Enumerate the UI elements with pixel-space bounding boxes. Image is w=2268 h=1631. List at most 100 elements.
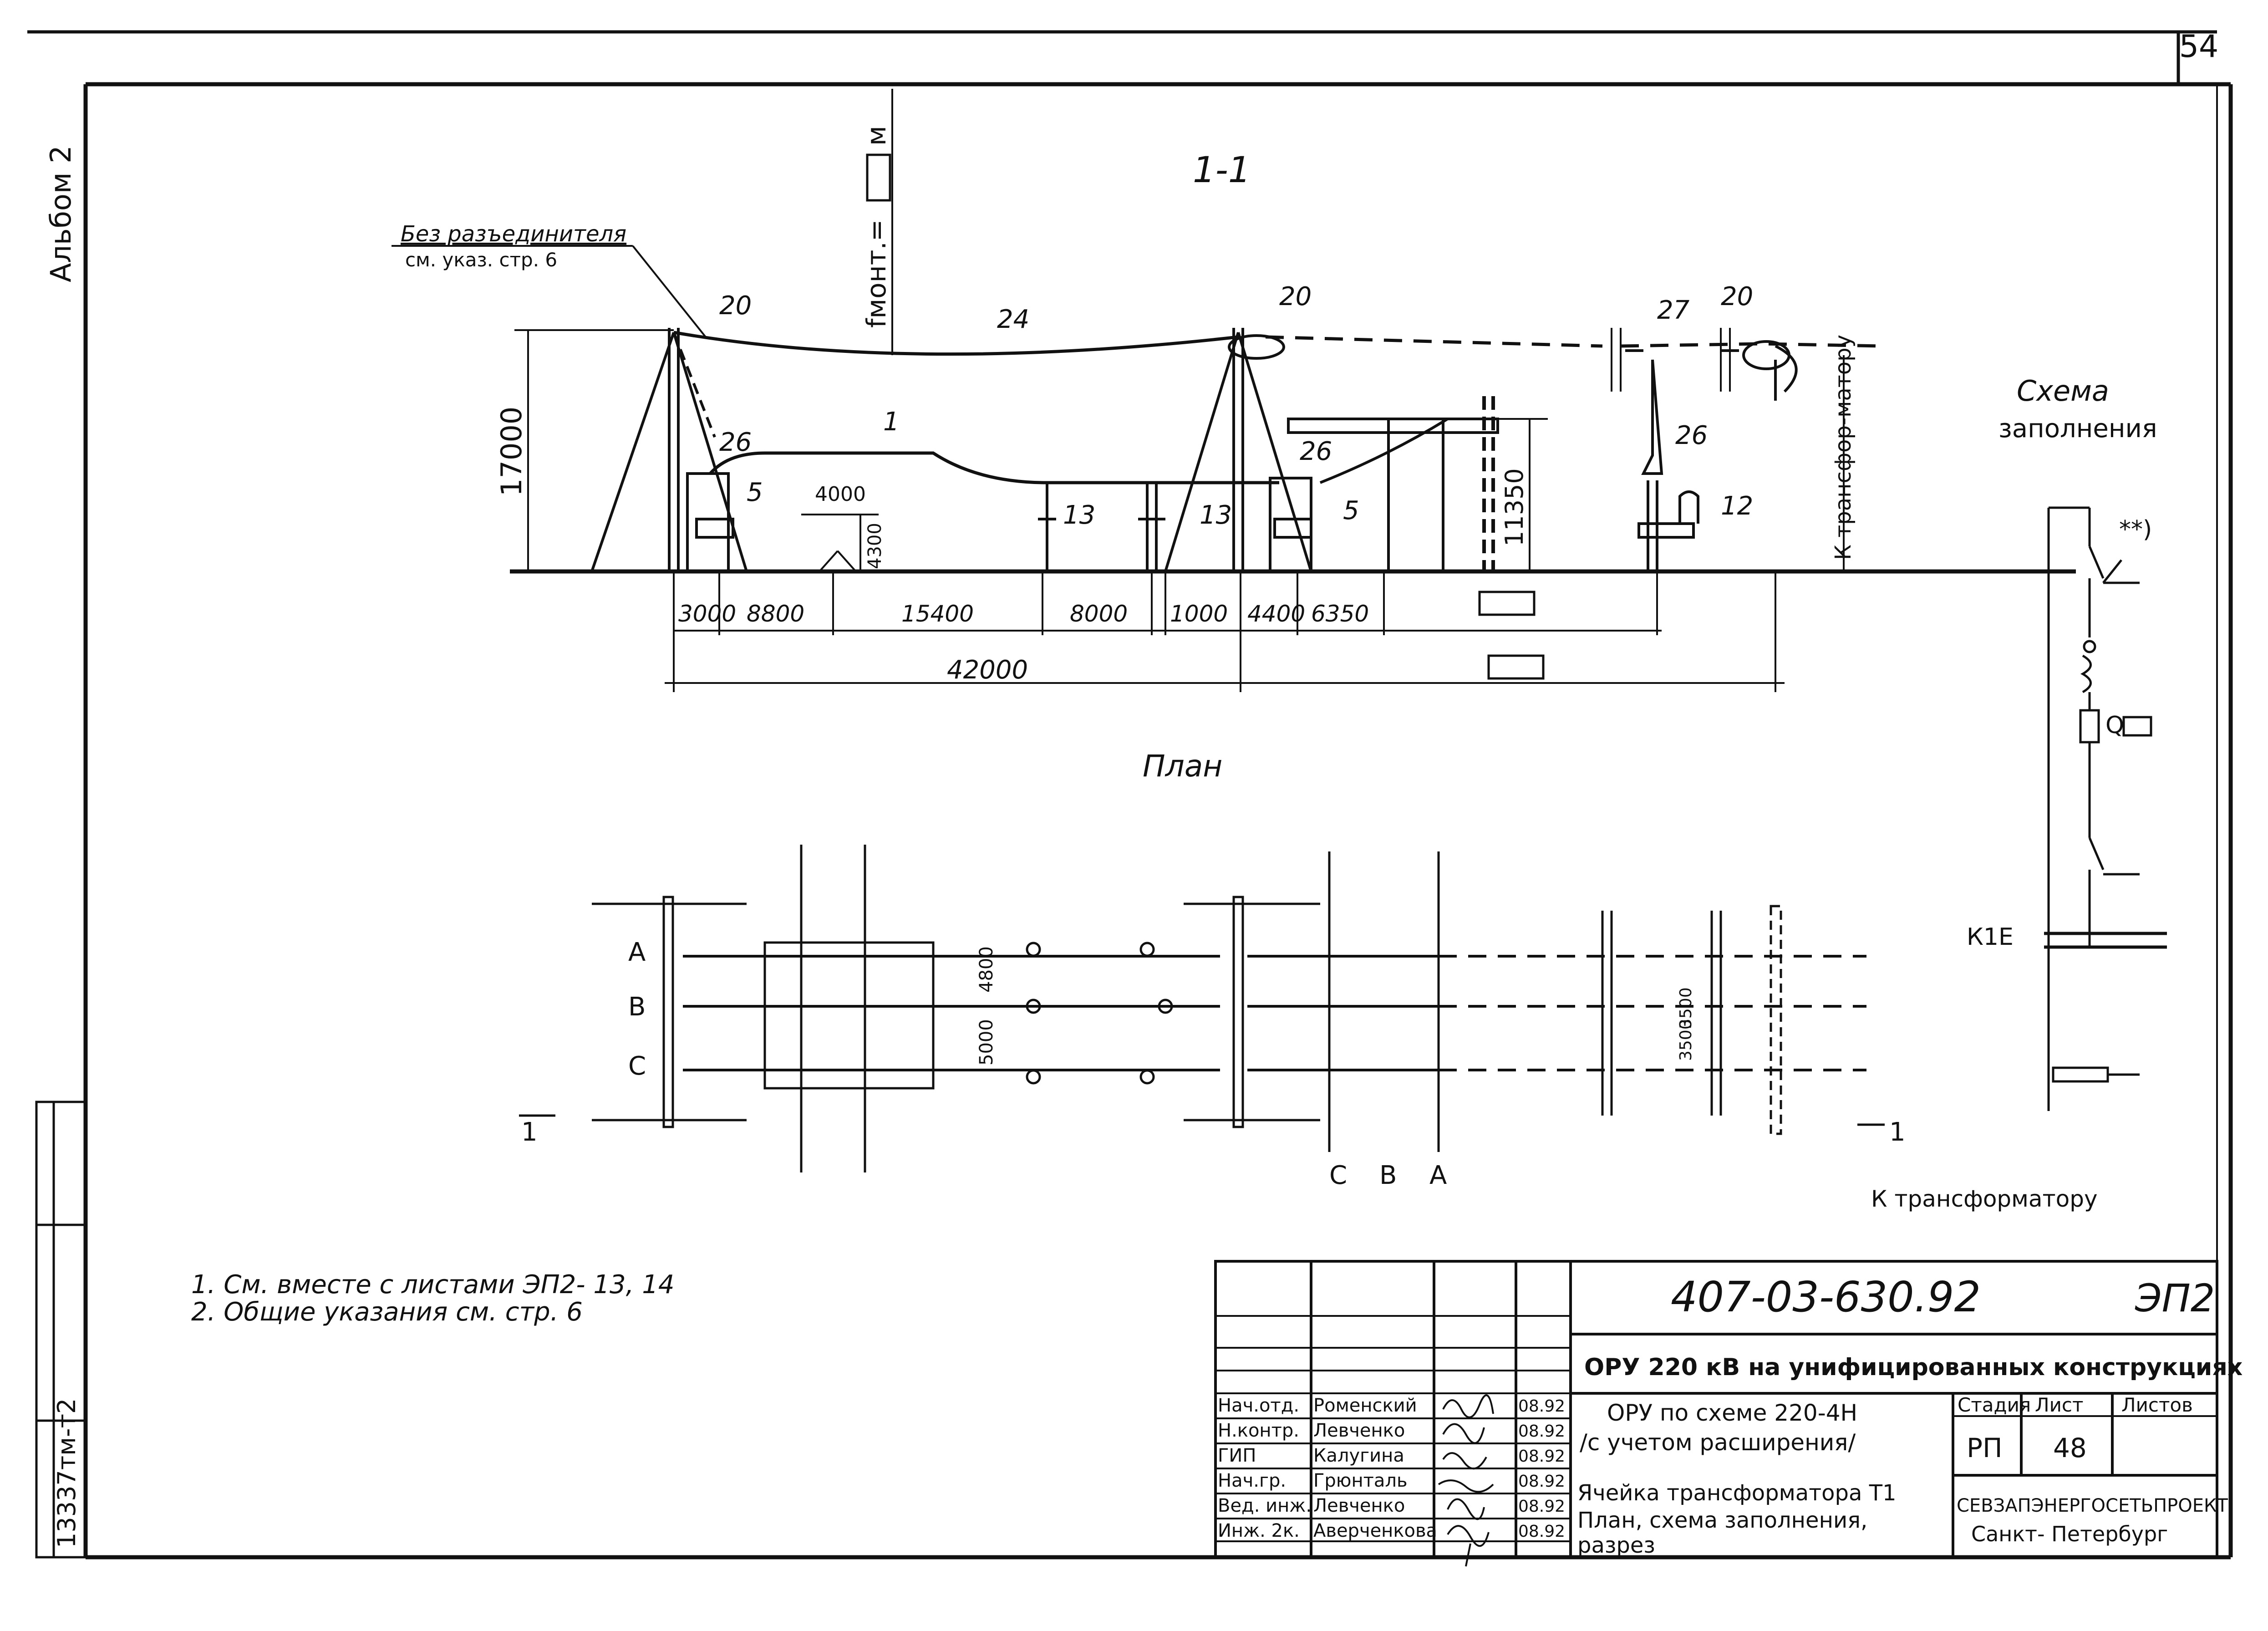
dim-4000: 4000	[815, 483, 866, 506]
bottom-dims-text: 3000 8800 15400 8000 1000 4400 6350	[678, 601, 1369, 627]
plan-dim-3500b: 3500	[1677, 1019, 1695, 1061]
see-note: см. указ. стр. 6	[405, 249, 557, 271]
plan-title: План	[1143, 749, 1222, 784]
note-2: 2. Общие указания см. стр. 6	[191, 1297, 583, 1327]
staff-date: 08.92	[1518, 1397, 1565, 1416]
overhead-wire-24	[673, 331, 1239, 356]
note-1: 1. См. вместе с листами ЭП2- 13, 14	[191, 1270, 674, 1300]
staff-date: 08.92	[1518, 1522, 1565, 1541]
phase-label: В	[1379, 1161, 1397, 1190]
signature-scribbles	[1438, 1394, 1494, 1567]
sheet-frame	[27, 30, 2233, 1560]
title-block-grid	[1214, 1260, 2218, 1559]
callout: 12	[1721, 491, 1753, 521]
note-leader	[632, 245, 707, 338]
dim: 1000	[1170, 601, 1228, 627]
organization-line-2: Санкт- Петербург	[1971, 1522, 2168, 1546]
plan-phases-left: А В С	[628, 938, 646, 1081]
scheme-title-1: Схема	[2017, 374, 2109, 408]
callout: 20	[719, 291, 752, 321]
stage-value: РП	[1967, 1432, 2003, 1463]
project-title: ОРУ 220 кВ на унифицированных конструкци…	[1584, 1354, 2243, 1381]
drawing-line-2: План, схема заполнения,	[1577, 1508, 1867, 1533]
callout: 5	[747, 478, 763, 507]
staff-date: 08.92	[1518, 1472, 1565, 1491]
small-dims	[801, 514, 879, 572]
no-disconnector-note: Без разъединителя	[401, 221, 626, 247]
dim-blank-box	[1478, 591, 1536, 616]
callout: 27	[1657, 296, 1690, 325]
equipment-supports	[686, 328, 1798, 573]
staff-name: Левченко	[1313, 1420, 1405, 1441]
middle-portal	[1164, 328, 1312, 572]
busbar-height-dimension	[1489, 418, 1548, 571]
to-transformer: К трансформатору	[1871, 1186, 2098, 1212]
section-mark-left: 1	[521, 1117, 538, 1147]
plan-dim-5000: 5000	[976, 1019, 997, 1065]
drawing-line-1: Ячейка трансформатора Т1	[1577, 1480, 1897, 1506]
staff-date: 08.92	[1518, 1422, 1565, 1441]
section-callouts: 20 24 1 26 5 13 13 20 26 5 27 20 26 12	[719, 282, 1753, 530]
busbar-height-text: 11350	[1500, 468, 1529, 546]
lower-wire-1	[709, 451, 1279, 484]
sheets-header: Листов	[2121, 1394, 2193, 1416]
overhead-wire-dashed-2	[1620, 342, 1881, 348]
bus-label: К1Е	[1967, 923, 2014, 951]
staff-name: Грюнталь	[1313, 1470, 1408, 1491]
staff-role: Инж. 2к.	[1218, 1520, 1300, 1541]
album-label: Альбом 2	[44, 145, 77, 282]
bottom-dimension-chain	[665, 571, 1785, 692]
callout: 1	[883, 407, 900, 437]
staff-name: Калугина	[1313, 1445, 1404, 1466]
staff-role: Нач.отд.	[1218, 1395, 1299, 1416]
phase-label: С	[1329, 1161, 1347, 1190]
sheet-code: ЭП2	[2135, 1276, 2215, 1320]
object-line-2: /с учетом расширения/	[1580, 1429, 1856, 1456]
side-stamp-strip	[35, 1101, 87, 1559]
callout: 20	[1721, 282, 1753, 311]
dim: 4400	[1247, 601, 1305, 627]
plan-dim-4800: 4800	[976, 946, 997, 993]
staff-name: Аверченкова	[1313, 1520, 1437, 1541]
callout: 26	[1300, 437, 1332, 466]
callout: 13	[1200, 500, 1232, 530]
phase-label: А	[1429, 1161, 1447, 1190]
f-mont-unit: м	[861, 126, 892, 146]
callout: 13	[1063, 500, 1095, 530]
f-mont-value-box	[866, 153, 891, 202]
overhead-wire-dashed	[1265, 335, 1603, 348]
organization-line-1: СЕВЗАПЭНЕРГОСЕТЬПРОЕКТ	[1957, 1495, 2228, 1516]
plan-phases-bottom: С В А	[1329, 1161, 1447, 1190]
phase-label: В	[628, 992, 646, 1022]
staff-date: 08.92	[1518, 1497, 1565, 1516]
stage-header: Стадия	[1958, 1394, 2031, 1416]
height-dim-text: 17000	[495, 407, 528, 496]
plan-view	[519, 845, 1885, 1172]
section-title: 1-1	[1193, 150, 1251, 191]
plan-dim-3500a: 3500	[1677, 987, 1695, 1029]
callout: 5	[1343, 496, 1359, 525]
staff-role: Вед. инж.	[1218, 1495, 1312, 1516]
callout: 26	[1675, 421, 1708, 450]
side-stamp-code: 13337тм-т2	[52, 1398, 81, 1548]
scheme-title-2: заполнения	[1998, 414, 2157, 443]
callout: 20	[1279, 282, 1312, 311]
sheet-header: Лист	[2035, 1394, 2083, 1416]
callout: 26	[719, 428, 752, 457]
total-blank-box	[1487, 654, 1545, 680]
staff-rows: Нач.отд. Роменский 08.92 Н.контр. Левчен…	[1218, 1395, 1565, 1541]
staff-name: Левченко	[1313, 1495, 1405, 1516]
sheet-number: 54	[2179, 29, 2219, 65]
dim: 6350	[1311, 601, 1369, 627]
staff-role: Н.контр.	[1218, 1420, 1299, 1441]
staff-role: ГИП	[1218, 1445, 1256, 1466]
left-portal	[590, 328, 748, 572]
staff-date: 08.92	[1518, 1447, 1565, 1466]
sheet-value: 48	[2053, 1432, 2087, 1463]
dim: 15400	[901, 601, 974, 627]
dim-4300: 4300	[864, 523, 885, 569]
phase-label: А	[628, 938, 646, 967]
callout: 24	[997, 305, 1029, 334]
breaker-value-box	[2122, 716, 2152, 737]
